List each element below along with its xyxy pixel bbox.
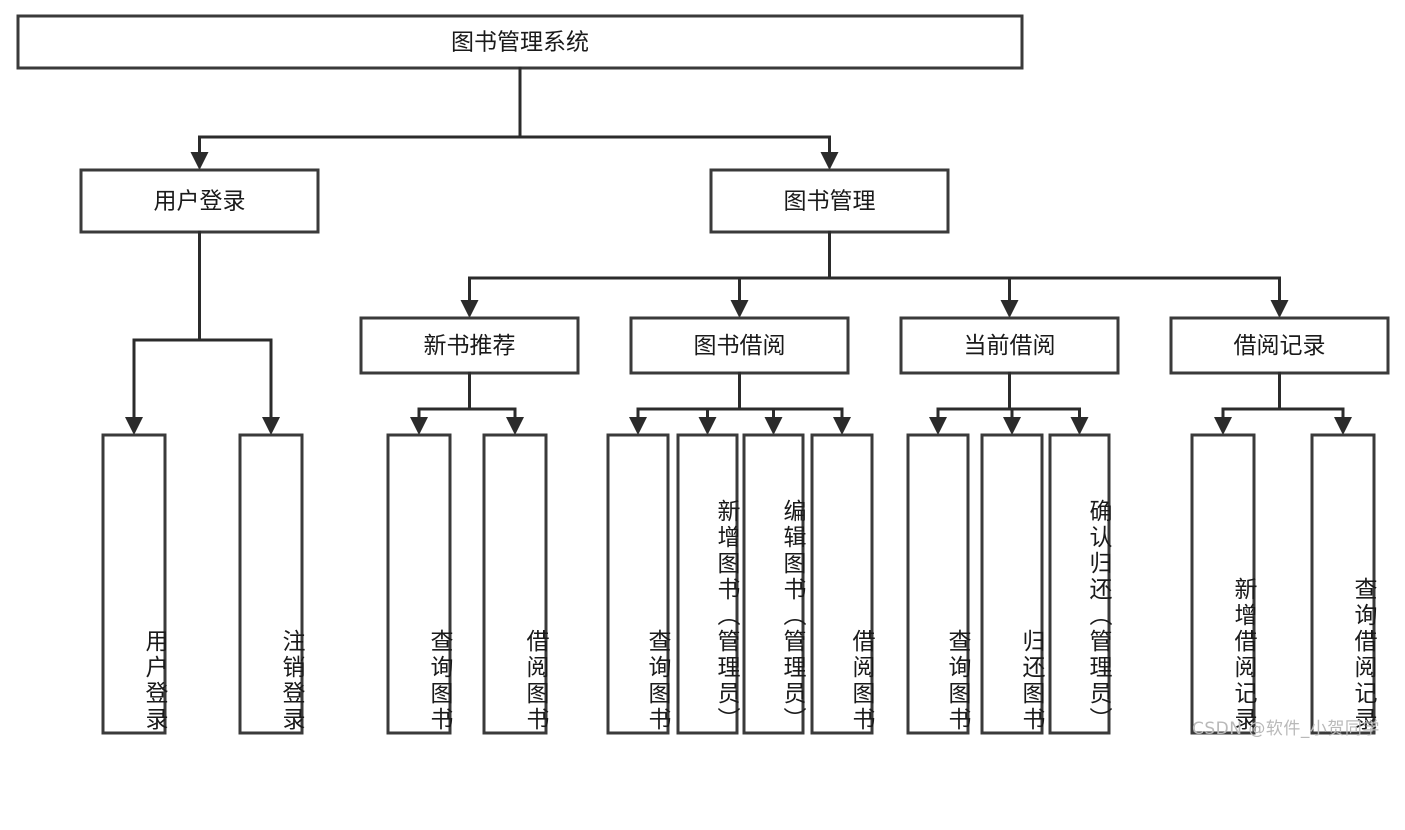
- node-box-current-return-book[interactable]: [980, 433, 1044, 735]
- book-borrowing-to-borrow-add-book-arrowhead: [698, 417, 717, 435]
- root-to-book-management-arrowhead: [820, 152, 839, 170]
- node-box-book-management[interactable]: [709, 168, 950, 234]
- new-book-recommend-to-recommend-query-book-arrowhead: [410, 417, 428, 435]
- node-label-new-book-recommend: 新书推荐: [424, 333, 516, 359]
- node-box-borrow-edit-book[interactable]: [742, 433, 805, 735]
- new-book-recommend-to-recommend-borrow-book-arrowhead: [506, 417, 524, 435]
- node-box-recommend-borrow-book[interactable]: [482, 433, 548, 735]
- node-box-borrow-records[interactable]: [1169, 316, 1390, 375]
- node-box-user-logout-leaf[interactable]: [238, 433, 304, 735]
- node-box-book-borrowing[interactable]: [629, 316, 850, 375]
- csdn-watermark: CSDN @软件_小贺同学: [1192, 719, 1380, 739]
- current-borrowing-to-current-query-book-arrowhead: [929, 417, 947, 435]
- current-borrowing-to-current-confirm-return-arrowhead: [1070, 417, 1089, 435]
- node-box-current-borrowing[interactable]: [899, 316, 1120, 375]
- node-label-book-management: 图书管理: [784, 189, 876, 215]
- user-login-to-user-login-leaf-arrowhead: [125, 417, 143, 435]
- book-management-to-borrow-records-arrowhead: [1270, 300, 1289, 318]
- node-box-recommend-query-book[interactable]: [386, 433, 452, 735]
- node-label-borrow-records: 借阅记录: [1234, 333, 1326, 359]
- node-box-user-login-leaf[interactable]: [101, 433, 167, 735]
- root-to-user-login-arrowhead: [190, 152, 209, 170]
- node-box-user-login[interactable]: [79, 168, 320, 234]
- node-box-current-query-book[interactable]: [906, 433, 970, 735]
- book-management-to-book-borrowing-arrowhead: [730, 300, 749, 318]
- current-borrowing-to-current-return-book-arrowhead: [1003, 417, 1021, 435]
- book-borrowing-to-borrow-query-book-arrowhead: [629, 417, 647, 435]
- node-box-borrow-borrow-book[interactable]: [810, 433, 874, 735]
- node-label-root: 图书管理系统: [451, 30, 589, 56]
- node-box-current-confirm-return[interactable]: [1048, 433, 1111, 735]
- node-label-user-login: 用户登录: [154, 189, 246, 215]
- node-box-root[interactable]: [16, 14, 1024, 70]
- node-box-borrow-query-book[interactable]: [606, 433, 670, 735]
- user-login-to-user-logout-leaf-arrowhead: [262, 417, 280, 435]
- node-box-new-book-recommend[interactable]: [359, 316, 580, 375]
- diagram-canvas-root: 图书管理系统用户登录图书管理新书推荐图书借阅当前借阅借阅记录 用户登录注销登录查…: [16, 14, 1390, 739]
- borrow-records-to-records-add-record-arrowhead: [1214, 417, 1232, 435]
- book-borrowing-to-borrow-borrow-book-arrowhead: [833, 417, 851, 435]
- node-label-book-borrowing: 图书借阅: [694, 333, 786, 359]
- node-label-current-borrowing: 当前借阅: [964, 333, 1056, 359]
- book-borrowing-to-borrow-edit-book-arrowhead: [764, 417, 783, 435]
- node-box-records-query-record[interactable]: [1310, 433, 1376, 735]
- borrow-records-to-records-query-record-arrowhead: [1334, 417, 1352, 435]
- node-box-borrow-add-book[interactable]: [676, 433, 739, 735]
- book-management-to-new-book-recommend-arrowhead: [460, 300, 479, 318]
- node-box-records-add-record[interactable]: [1190, 433, 1256, 735]
- book-management-to-current-borrowing-arrowhead: [1000, 300, 1019, 318]
